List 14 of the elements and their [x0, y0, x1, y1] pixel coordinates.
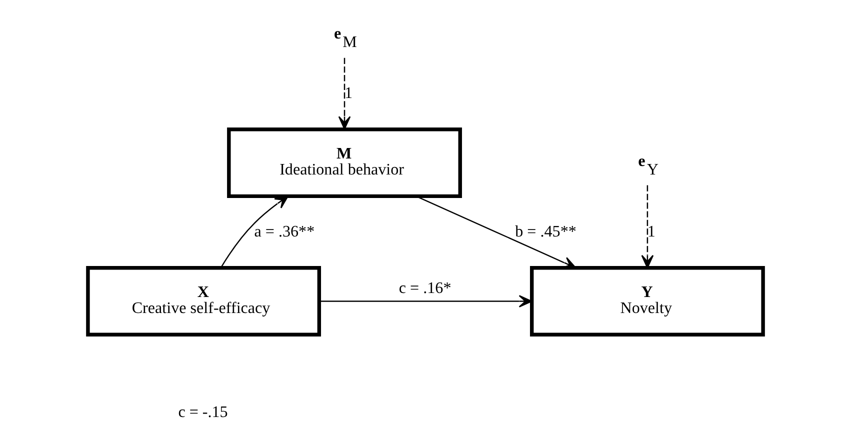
arrow — [641, 185, 654, 268]
arrow — [220, 196, 288, 268]
edge-label: a = .36** — [254, 223, 315, 240]
edge-label: 1 — [647, 223, 656, 240]
edge-label: 1 — [344, 84, 353, 102]
edge-label: c = .16* — [398, 280, 452, 298]
arrow — [338, 58, 351, 130]
node-box: X Creative self-efficacy — [86, 266, 322, 337]
arrow — [320, 295, 532, 308]
node-box: M Ideational behavior — [227, 128, 462, 198]
node-box: Y Novelty — [530, 266, 765, 337]
label: c = -.15 — [178, 404, 228, 421]
arrow — [416, 196, 576, 268]
edge-label: b = .45** — [515, 223, 576, 240]
